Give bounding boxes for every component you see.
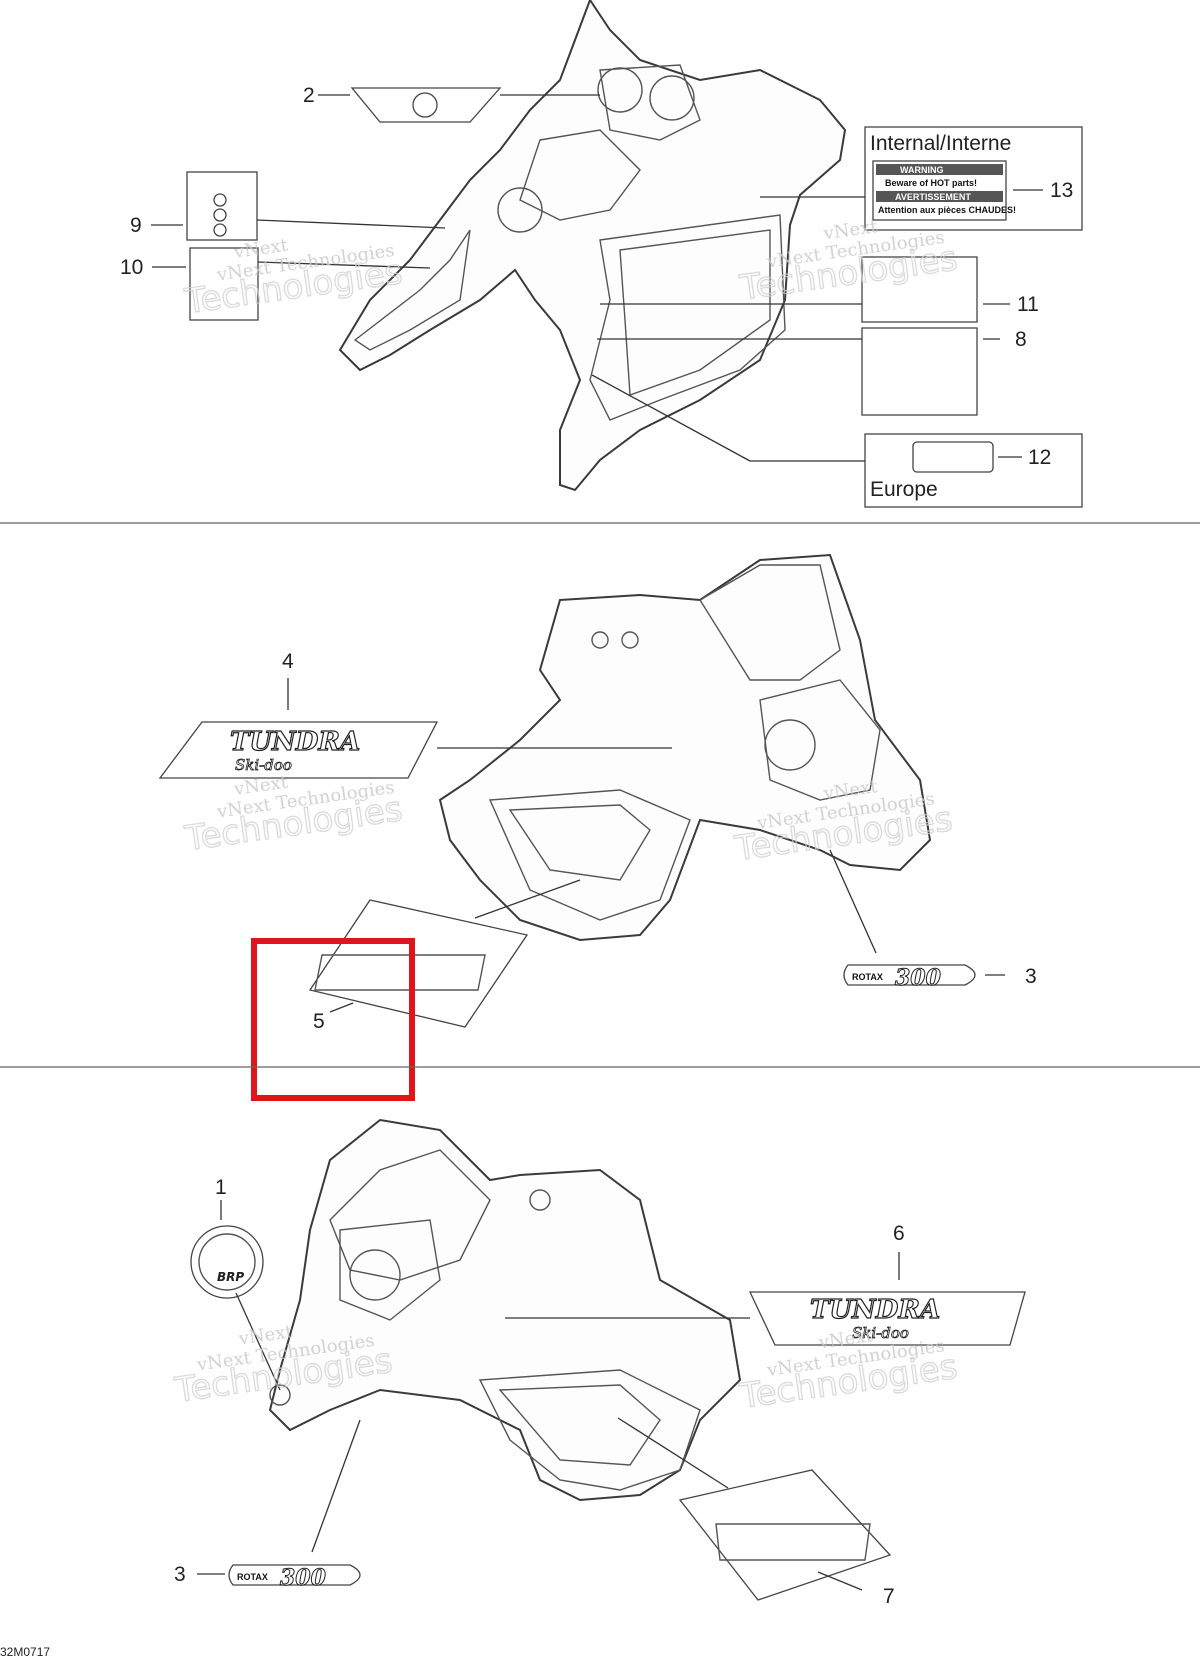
decal-7-mat: [678, 1469, 892, 1601]
hood-left-rear-view: [438, 553, 932, 942]
callout-2: 2: [303, 84, 315, 107]
rotax-text-right: ROTAX: [852, 972, 883, 982]
rotax-num-left: 300: [280, 1565, 327, 1591]
warning-header: WARNING: [900, 165, 944, 175]
warning-line: Beware of HOT parts!: [885, 178, 977, 188]
callout-12: 12: [1028, 446, 1051, 469]
decal-10-label: [189, 247, 259, 321]
callout-11: 11: [1017, 293, 1039, 316]
callout-9: 9: [130, 214, 142, 237]
decal-4-tundra: [158, 721, 439, 779]
callout-4: 4: [282, 650, 294, 673]
europe-label: Europe: [870, 478, 938, 501]
decal-6-tundra: [748, 1291, 1026, 1346]
callout-1: 1: [215, 1176, 227, 1199]
callout-13: 13: [1050, 179, 1073, 202]
rotax-num-right: 300: [895, 965, 942, 991]
decal-5-mat: [308, 899, 529, 1028]
avertissement-header: AVERTISSEMENT: [895, 192, 971, 202]
callout-3-left: 3: [174, 1563, 186, 1586]
section-middle: TUNDRA Ski-doo 4 5 ROTAX 300 3: [158, 553, 1037, 1101]
skidoo-text: Ski-doo: [235, 756, 292, 774]
decal-12-label: [912, 441, 994, 473]
internal-label: Internal/Interne: [870, 132, 1011, 155]
callout-6: 6: [893, 1222, 905, 1245]
section-top: 2 9 10 Internal/Interne WARNING Beware o…: [120, 0, 1083, 508]
tundra-text: TUNDRA: [230, 727, 360, 757]
callout-5: 5: [313, 1010, 325, 1033]
decal-8-label: [861, 327, 978, 416]
brp-text: BRP: [217, 1270, 244, 1284]
decal-3-rotax-left: [228, 1564, 361, 1586]
hood-right-front-view: [268, 1118, 742, 1502]
decal-11-label: [861, 256, 978, 323]
decal-1-brp: [190, 1225, 264, 1299]
decal-3-rotax-right: [843, 964, 976, 986]
highlight-box: [251, 938, 415, 1101]
callout-8: 8: [1015, 328, 1027, 351]
avertissement-line: Attention aux pièces CHAUDES!: [878, 205, 1016, 215]
callout-7: 7: [883, 1585, 895, 1608]
hood-top-view: [338, 0, 847, 492]
tundra-text-6: TUNDRA: [810, 1295, 940, 1325]
callout-3-right: 3: [1025, 965, 1037, 988]
drawing-id: 32M0717: [0, 1645, 50, 1659]
rotax-text-left: ROTAX: [237, 1572, 268, 1582]
section-bottom: BRP 1 TUNDRA Ski-doo 6 7 ROTAX 300 3 32M…: [0, 1118, 1026, 1659]
skidoo-text-6: Ski-doo: [852, 1324, 909, 1342]
callout-10: 10: [120, 256, 143, 279]
